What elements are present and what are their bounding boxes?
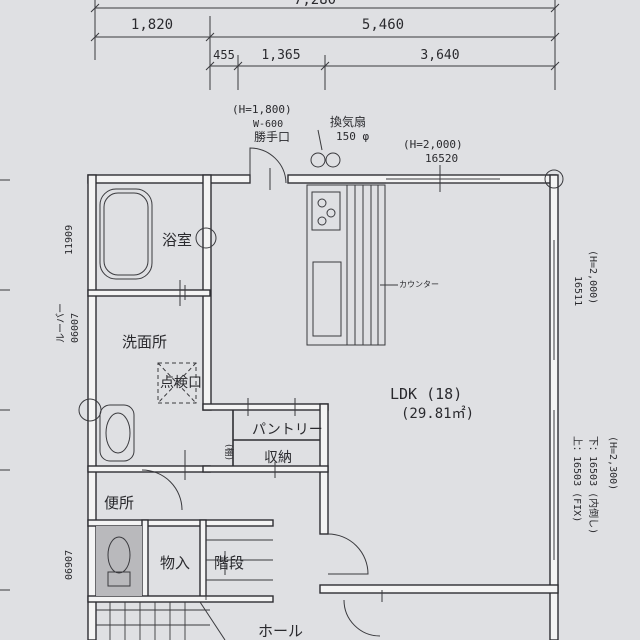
note-toilet-window: 06907 <box>64 550 75 580</box>
walls <box>78 169 564 640</box>
room-inspection: 点検口 <box>160 375 202 391</box>
note-window-top-code: 16520 <box>425 152 458 165</box>
room-storage: 収納 <box>264 450 292 466</box>
room-washroom: 洗面所 <box>122 333 167 351</box>
room-counter: カウンター <box>399 280 439 289</box>
room-shelf: (棚) <box>223 444 235 460</box>
dim-455: 455 <box>213 48 235 62</box>
fixtures <box>96 129 441 640</box>
dim-total: 7,280 <box>294 0 336 8</box>
note-bath-window: 11909 <box>64 225 75 255</box>
note-fix-line2: 下：16503 (内倒し) <box>587 436 600 534</box>
room-closet: 物入 <box>160 554 190 572</box>
note-door-width: W-600 <box>253 119 283 130</box>
room-ldk-area: (29.81㎡) <box>401 406 474 422</box>
room-labels: 浴室 洗面所 点検口 LDK (18) (29.81㎡) カウンター パントリー… <box>104 231 474 640</box>
dimension-labels: 7,280 1,820 5,460 455 1,365 3,640 <box>131 0 460 63</box>
note-window-top-height: (H=2,000) <box>403 138 463 151</box>
room-ldk: LDK (18) <box>390 385 462 403</box>
dim-3640: 3,640 <box>420 48 459 63</box>
dim-5460: 5,460 <box>362 17 404 33</box>
note-fan-size: 150 φ <box>336 130 369 143</box>
room-pantry: パントリー <box>252 422 323 438</box>
room-toilet: 便所 <box>104 494 134 512</box>
annotations: (H=1,800) W-600 勝手口 換気扇 150 φ (H=2,000) … <box>55 103 618 580</box>
note-fix-line1: 上：16503 (FIX) <box>571 436 583 522</box>
room-stairs: 階段 <box>214 554 244 572</box>
note-louver: ルーバー <box>55 303 67 343</box>
dimension-lines <box>0 0 560 591</box>
dim-1820: 1,820 <box>131 17 173 33</box>
dim-1365: 1,365 <box>261 48 300 63</box>
room-bath: 浴室 <box>162 231 192 249</box>
note-fan: 換気扇 <box>330 114 366 129</box>
room-hall: ホール <box>258 622 303 640</box>
note-kattekuchi: 勝手口 <box>254 129 290 144</box>
note-fix-height: (H=2,300) <box>607 436 618 490</box>
note-louver-code: 06007 <box>70 313 81 343</box>
note-right-window-height: (H=2,000) <box>587 250 598 304</box>
note-right-window-code: 16511 <box>572 276 583 306</box>
note-door-height: (H=1,800) <box>232 103 292 116</box>
